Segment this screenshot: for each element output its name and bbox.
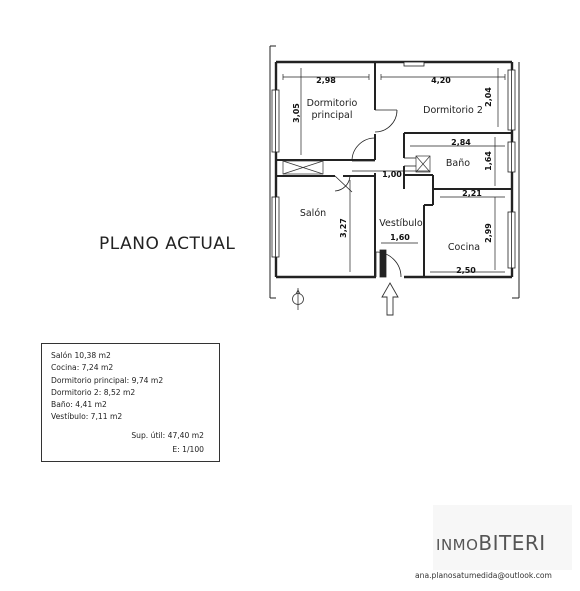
dim-cocina-height: 2,99: [484, 223, 493, 243]
room-cocina: Cocina: [448, 242, 480, 253]
entrance-arrow-icon: [381, 282, 399, 316]
dim-vestibulo-width: 1,60: [390, 233, 410, 242]
area-line-cocina: Cocina: 7,24 m2: [51, 363, 114, 373]
dimension-lines: [282, 68, 506, 273]
dim-dp-height: 3,05: [292, 103, 301, 123]
contact-email: ana.planosatumedida@outlook.com: [415, 571, 552, 580]
logo-prefix-initial: I: [436, 536, 441, 554]
room-vestibulo: Vestíbulo: [379, 218, 423, 229]
room-bano: Baño: [446, 158, 470, 169]
plan-scale: E: 1/100: [172, 445, 204, 454]
dim-bano-width: 2,84: [451, 138, 471, 147]
closet-markers: [282, 155, 431, 175]
door-swings: [334, 109, 416, 278]
dim-bano-height: 1,64: [484, 151, 493, 171]
dim-d2-width: 4,20: [431, 76, 451, 85]
room-salon: Salón: [300, 208, 326, 219]
room-labels: Dormitorio principal Dormitorio 2 Baño S…: [300, 98, 483, 253]
area-line-bano: Baño: 4,41 m2: [51, 400, 107, 410]
dim-cocina-top: 2,21: [462, 189, 482, 198]
dimension-labels: 2,98 4,20 3,05 2,04 2,84 1,64 1,00 3,27 …: [292, 76, 493, 275]
areas-legend-box: Salón 10,38 m2 Cocina: 7,24 m2 Dormitori…: [41, 343, 220, 462]
area-line-dormitorio-2: Dormitorio 2: 8,52 m2: [51, 387, 136, 397]
windows: [271, 61, 516, 269]
area-line-dormitorio-principal: Dormitorio principal: 9,74 m2: [51, 375, 164, 385]
dim-salon-height: 3,27: [339, 218, 348, 238]
plan-title: PLANO ACTUAL: [99, 234, 236, 254]
dim-cocina-bottom: 2,50: [456, 266, 476, 275]
room-dormitorio-principal-line2: principal: [312, 110, 353, 121]
total-area: Sup. útil: 47,40 m2: [131, 431, 204, 440]
room-dormitorio-2: Dormitorio 2: [423, 105, 483, 116]
dim-dp-width: 2,98: [316, 76, 336, 85]
brand-logo: INMOBITERI: [433, 505, 572, 570]
area-line-vestibulo: Vestíbulo: 7,11 m2: [51, 412, 123, 422]
logo-brand: BITERI: [478, 531, 546, 555]
dim-d2-height: 2,04: [484, 87, 493, 107]
area-line-salon: Salón 10,38 m2: [51, 351, 111, 360]
dim-corridor: 1,00: [382, 170, 402, 179]
room-dormitorio-principal-line1: Dormitorio: [307, 98, 358, 109]
north-arrow-icon: [292, 288, 304, 310]
logo-prefix: NMO: [440, 536, 479, 554]
